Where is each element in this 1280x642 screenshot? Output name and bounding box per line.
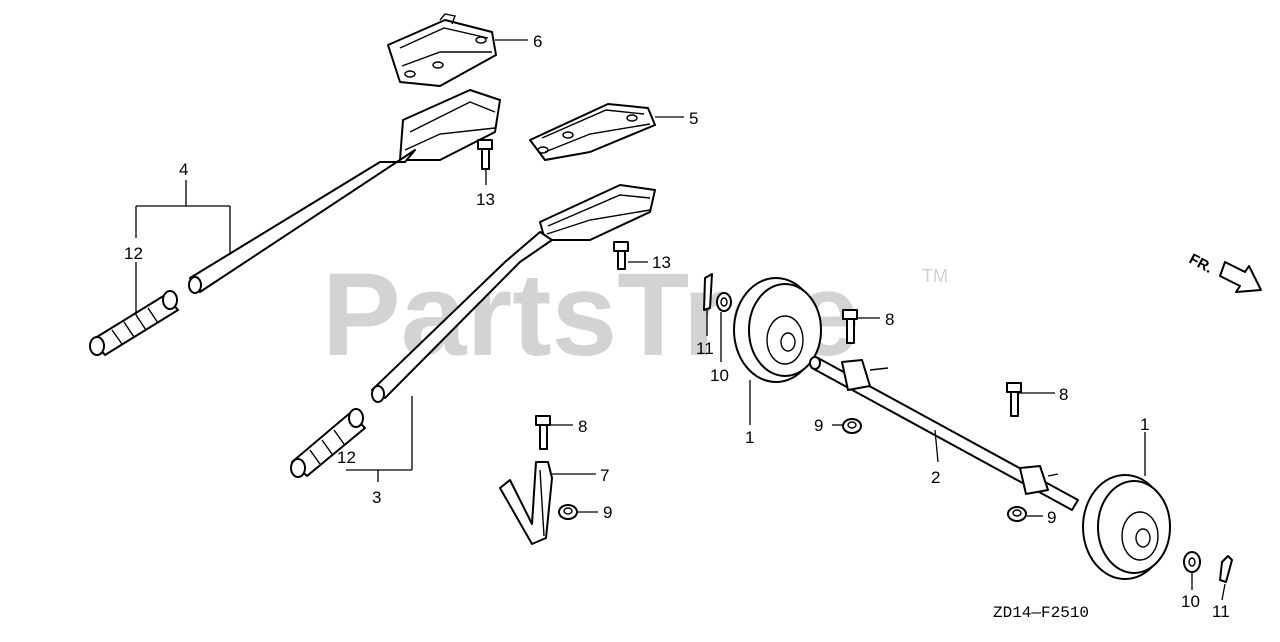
callout-11-left[interactable]: 11: [696, 339, 714, 358]
part-9-nut-c[interactable]: [1007, 506, 1027, 522]
part-12-grip-upper[interactable]: [89, 290, 179, 356]
callout-10-right[interactable]: 10: [1181, 592, 1200, 611]
callout-11-right[interactable]: 11: [1212, 602, 1230, 621]
callout-2[interactable]: 2: [931, 468, 940, 487]
front-arrow-icon: [1219, 261, 1262, 293]
callout-9-stand[interactable]: 9: [603, 503, 612, 522]
part-2-axle[interactable]: [809, 356, 1079, 511]
part-6-bracket[interactable]: [387, 13, 497, 87]
callout-5[interactable]: 5: [689, 109, 698, 128]
callout-12-lower[interactable]: 12: [337, 448, 356, 467]
callout-10-left[interactable]: 10: [710, 366, 729, 385]
part-1-wheel-right[interactable]: [1082, 474, 1171, 580]
part-3-handle[interactable]: [371, 184, 656, 403]
callout-9-right[interactable]: 9: [1047, 508, 1056, 527]
callout-3[interactable]: 3: [372, 488, 381, 507]
part-11-pin-b[interactable]: [1219, 555, 1233, 583]
part-9-nut-a[interactable]: [558, 504, 578, 520]
diagram-code: ZD14—F2510: [993, 604, 1089, 622]
callout-numbers: 6 5 4 12 13 13 11 10 8 1 9 8 1 2 9 8 7 9…: [124, 32, 1230, 621]
part-5-bracket[interactable]: [529, 103, 656, 161]
callout-8-wheel[interactable]: 8: [885, 310, 894, 329]
part-8-bolt-a[interactable]: [535, 415, 551, 450]
part-9-nut-b[interactable]: [842, 418, 862, 434]
part-10-washer-b[interactable]: [1183, 551, 1201, 573]
callout-13-lower[interactable]: 13: [652, 253, 671, 272]
watermark-trademark: TM: [922, 266, 948, 286]
part-4-handle[interactable]: [188, 89, 501, 294]
callout-12-upper[interactable]: 12: [124, 244, 143, 263]
part-8-bolt-c[interactable]: [1006, 382, 1022, 417]
part-7-stand[interactable]: [499, 461, 553, 545]
callout-13-upper[interactable]: 13: [476, 190, 495, 209]
part-13-bolt-lower[interactable]: [613, 241, 629, 270]
callout-6[interactable]: 6: [533, 32, 542, 51]
part-8-bolt-b[interactable]: [842, 309, 858, 344]
part-12-grip-lower[interactable]: [290, 408, 366, 478]
part-10-washer-a[interactable]: [716, 292, 732, 312]
callout-1-right[interactable]: 1: [1140, 415, 1149, 434]
front-label: FR.: [1186, 251, 1215, 277]
callout-4[interactable]: 4: [179, 160, 188, 179]
callout-8-axle[interactable]: 8: [1059, 385, 1068, 404]
callout-7[interactable]: 7: [600, 466, 609, 485]
callout-1-left[interactable]: 1: [745, 428, 754, 447]
part-11-pin-a[interactable]: [703, 273, 713, 311]
part-1-wheel-left[interactable]: [733, 277, 822, 383]
front-direction-indicator: FR.: [1186, 251, 1262, 293]
leader-lines: [135, 39, 1226, 601]
callout-8-stand[interactable]: 8: [578, 417, 587, 436]
part-13-bolt-upper[interactable]: [477, 139, 493, 170]
callout-9-axle[interactable]: 9: [814, 416, 823, 435]
